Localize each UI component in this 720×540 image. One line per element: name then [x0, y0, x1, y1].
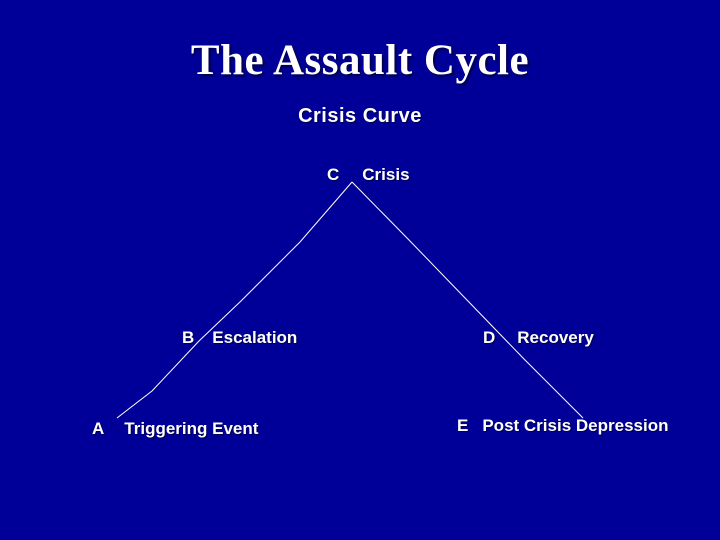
recovery-line — [351, 181, 584, 419]
point-label-triggering-event: A Triggering Event — [92, 420, 258, 437]
point-text: Recovery — [517, 328, 594, 347]
point-text: Escalation — [212, 328, 298, 347]
point-label-escalation: B Escalation — [182, 329, 297, 346]
point-key: B — [182, 328, 195, 347]
point-label-post-crisis-depression: E Post Crisis Depression — [457, 417, 668, 434]
point-text: Triggering Event — [124, 419, 259, 438]
point-key: C — [327, 165, 340, 184]
slide-subtitle: Crisis Curve — [298, 105, 422, 127]
point-key: D — [483, 328, 496, 347]
point-text: Crisis — [362, 165, 410, 184]
point-key: A — [92, 419, 105, 438]
escalation-line — [116, 181, 353, 419]
point-text: Post Crisis Depression — [482, 416, 669, 435]
page-title: The Assault Cycle — [190, 37, 530, 84]
point-key: E — [457, 416, 469, 435]
point-label-crisis: C Crisis — [327, 166, 410, 183]
point-label-recovery: D Recovery — [483, 329, 594, 346]
